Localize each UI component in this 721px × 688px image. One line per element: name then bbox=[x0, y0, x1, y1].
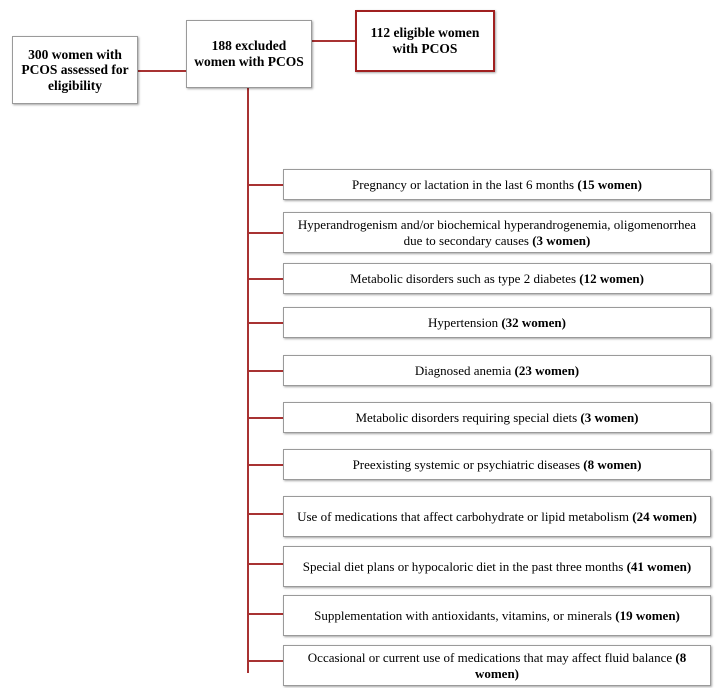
reason-box-2[interactable]: Hyperandrogenism and/or biochemical hype… bbox=[283, 212, 711, 253]
reason-box-3[interactable]: Metabolic disorders such as type 2 diabe… bbox=[283, 263, 711, 294]
reason-box-9[interactable]: Special diet plans or hypocaloric diet i… bbox=[283, 546, 711, 587]
reason-text-8: Use of medications that affect carbohydr… bbox=[297, 508, 697, 524]
reason-text-4: Hypertension (32 women) bbox=[428, 314, 566, 330]
node-excluded-label: 188 excluded women with PCOS bbox=[194, 38, 304, 69]
connector-excluded-to-eligible bbox=[311, 40, 355, 42]
connector-branch-7 bbox=[247, 464, 284, 466]
reason-text-2: Hyperandrogenism and/or biochemical hype… bbox=[297, 217, 697, 248]
connector-branch-5 bbox=[247, 370, 284, 372]
reason-box-10[interactable]: Supplementation with antioxidants, vitam… bbox=[283, 595, 711, 636]
reason-text-10: Supplementation with antioxidants, vitam… bbox=[314, 607, 680, 623]
connector-branch-10 bbox=[247, 613, 284, 615]
connector-assessed-to-excluded bbox=[137, 70, 189, 72]
reason-text-3: Metabolic disorders such as type 2 diabe… bbox=[350, 270, 644, 286]
reason-box-1[interactable]: Pregnancy or lactation in the last 6 mon… bbox=[283, 169, 711, 200]
reason-box-8[interactable]: Use of medications that affect carbohydr… bbox=[283, 496, 711, 537]
reason-text-11: Occasional or current use of medications… bbox=[307, 650, 687, 681]
reason-box-11[interactable]: Occasional or current use of medications… bbox=[283, 645, 711, 686]
connector-branch-11 bbox=[247, 660, 284, 662]
reason-box-6[interactable]: Metabolic disorders requiring special di… bbox=[283, 402, 711, 433]
reason-box-5[interactable]: Diagnosed anemia (23 women) bbox=[283, 355, 711, 386]
node-eligible[interactable]: 112 eligible women with PCOS bbox=[355, 10, 495, 72]
node-assessed-label: 300 women with PCOS assessed for eligibi… bbox=[21, 46, 129, 93]
reason-text-6: Metabolic disorders requiring special di… bbox=[355, 409, 639, 425]
connector-branch-2 bbox=[247, 232, 284, 234]
reason-text-1: Pregnancy or lactation in the last 6 mon… bbox=[352, 176, 642, 192]
node-excluded[interactable]: 188 excluded women with PCOS bbox=[186, 20, 312, 88]
node-assessed[interactable]: 300 women with PCOS assessed for eligibi… bbox=[12, 36, 138, 104]
node-eligible-label: 112 eligible women with PCOS bbox=[370, 25, 480, 56]
connector-branch-9 bbox=[247, 563, 284, 565]
reason-box-4[interactable]: Hypertension (32 women) bbox=[283, 307, 711, 338]
reason-text-9: Special diet plans or hypocaloric diet i… bbox=[302, 558, 692, 574]
connector-branch-1 bbox=[247, 184, 284, 186]
connector-trunk-vertical bbox=[247, 88, 249, 673]
reason-text-5: Diagnosed anemia (23 women) bbox=[414, 362, 580, 378]
connector-branch-4 bbox=[247, 322, 284, 324]
reason-text-7: Preexisting systemic or psychiatric dise… bbox=[352, 456, 642, 472]
connector-branch-8 bbox=[247, 513, 284, 515]
reason-box-7[interactable]: Preexisting systemic or psychiatric dise… bbox=[283, 449, 711, 480]
connector-branch-6 bbox=[247, 417, 284, 419]
connector-branch-3 bbox=[247, 278, 284, 280]
